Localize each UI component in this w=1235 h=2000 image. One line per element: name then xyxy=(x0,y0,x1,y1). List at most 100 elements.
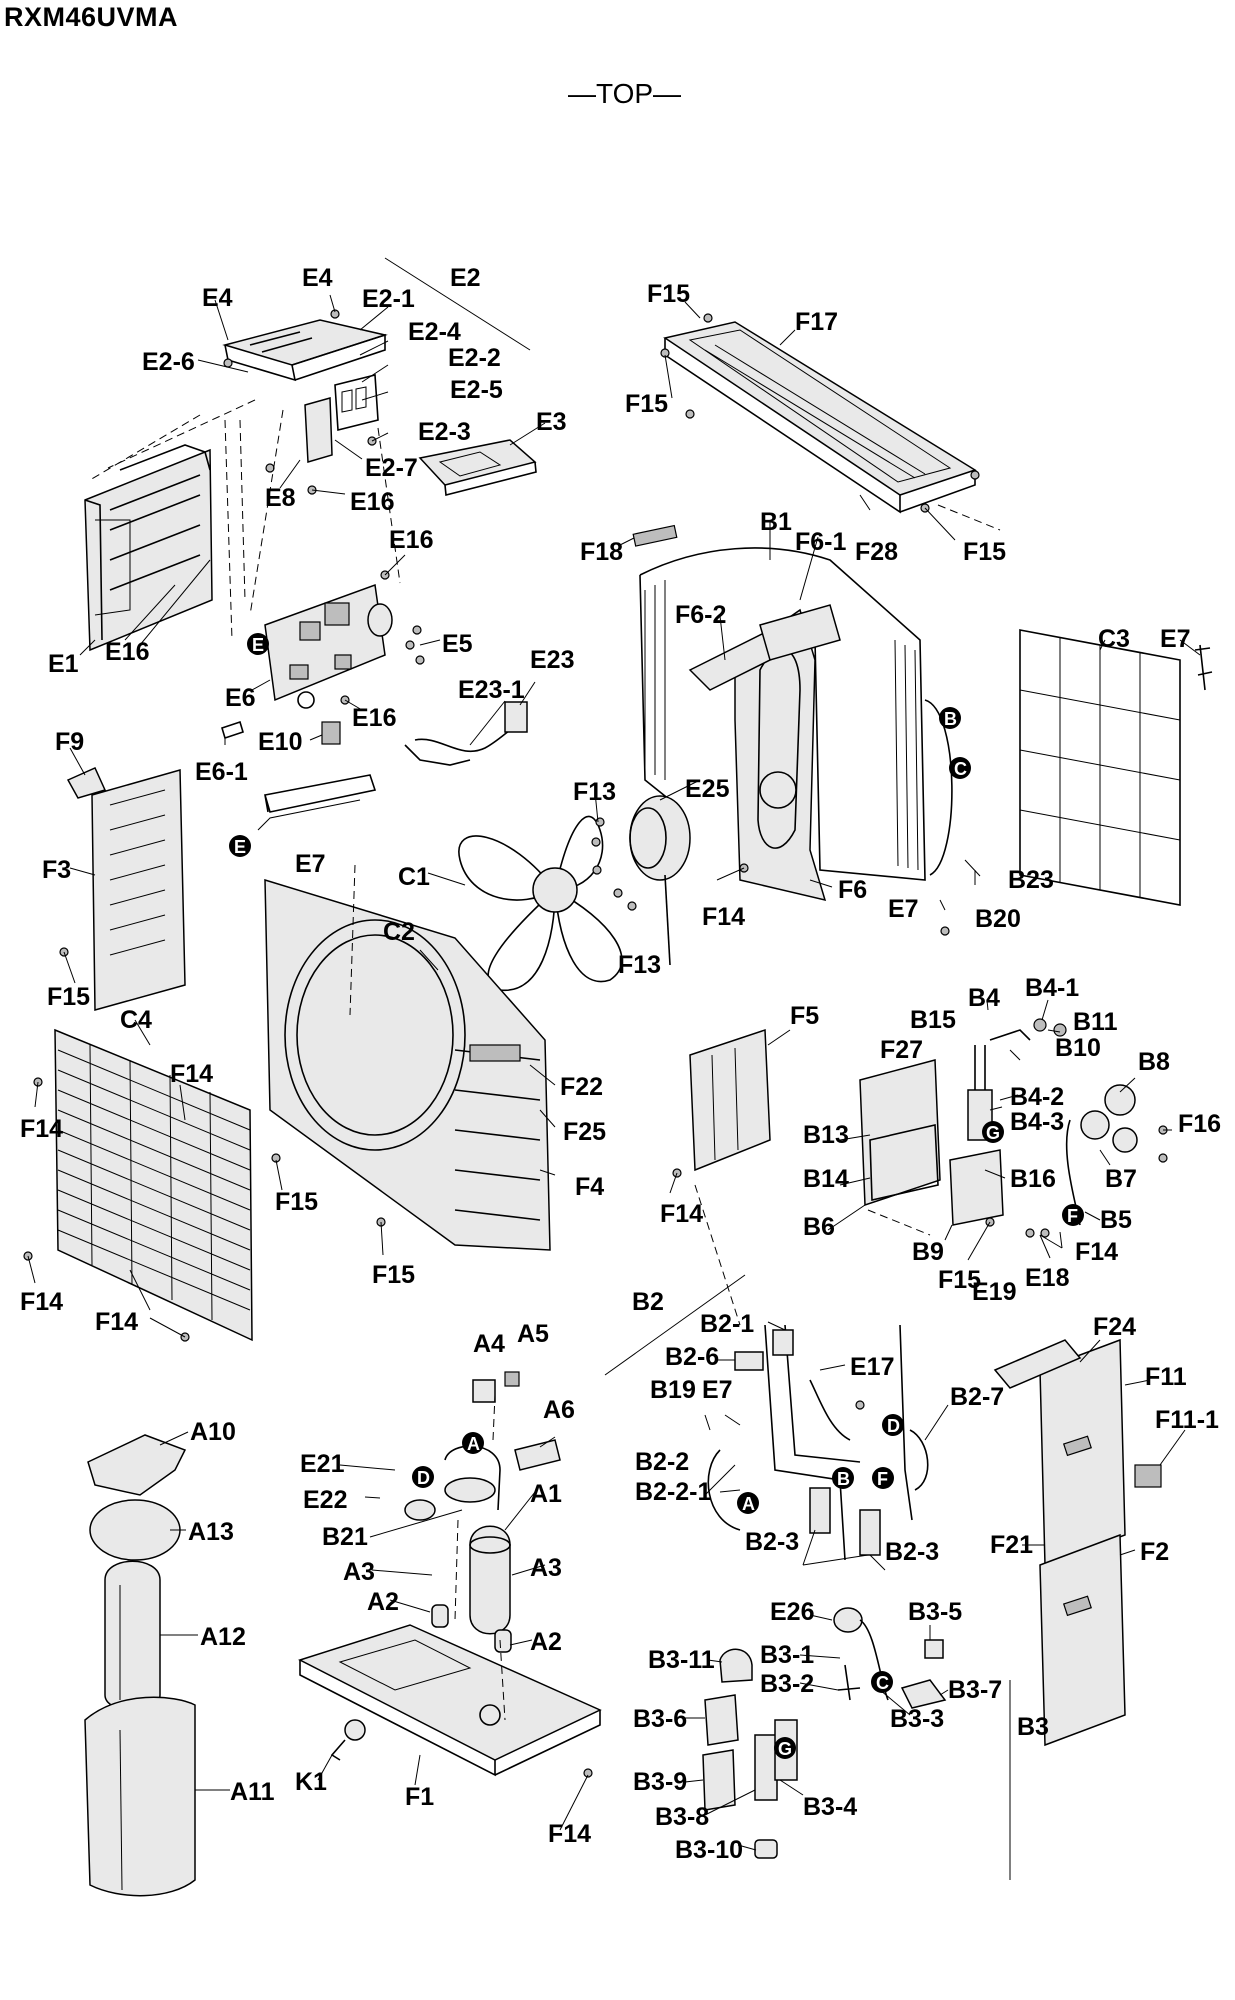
label-f24: F24 xyxy=(1093,1313,1136,1341)
label-f15-e: F15 xyxy=(275,1188,318,1216)
label-f15-a: F15 xyxy=(647,280,690,308)
label-b10: B10 xyxy=(1055,1034,1101,1062)
svg-text:C: C xyxy=(954,759,967,779)
label-a5: A5 xyxy=(517,1320,549,1348)
label-b3: B3 xyxy=(1017,1713,1049,1741)
label-b3-3: B3-3 xyxy=(890,1705,944,1733)
part-labels: E4 E2 E4 E2-1 E2-4 E2-6 E2-2 E2-5 E3 E2-… xyxy=(20,264,1221,1864)
label-e16-a: E16 xyxy=(350,488,394,516)
label-e10: E10 xyxy=(258,728,302,756)
label-e2-4: E2-4 xyxy=(408,318,461,346)
switch-box-b6 xyxy=(859,1059,1004,1226)
insulation-a10 xyxy=(87,1434,187,1496)
label-b19: B19 xyxy=(650,1376,696,1404)
label-e16-c: E16 xyxy=(105,638,149,666)
label-f11-1: F11-1 xyxy=(1155,1406,1219,1434)
svg-text:E: E xyxy=(234,837,246,857)
fan-c1 xyxy=(458,815,623,991)
accessories-b3 xyxy=(702,1607,947,1859)
label-f5: F5 xyxy=(790,1002,819,1030)
label-a3-left: A3 xyxy=(343,1558,375,1586)
label-f28: F28 xyxy=(855,538,898,566)
label-b3-7: B3-7 xyxy=(948,1676,1002,1704)
label-e23: E23 xyxy=(530,646,574,674)
label-e6-1: E6-1 xyxy=(195,758,248,786)
label-e19: E19 xyxy=(972,1278,1016,1306)
label-f15-f: F15 xyxy=(372,1261,415,1289)
label-b3-11: B3-11 xyxy=(648,1646,715,1674)
label-e7-mid: E7 xyxy=(888,895,919,923)
label-e7-right: E7 xyxy=(1160,625,1191,653)
label-e23-1: E23-1 xyxy=(458,676,525,704)
label-b1: B1 xyxy=(760,508,792,536)
label-b16: B16 xyxy=(1010,1165,1056,1193)
label-b23: B23 xyxy=(1008,866,1054,894)
piping-b2 xyxy=(707,1324,929,1561)
label-f6-2: F6-2 xyxy=(675,601,726,629)
part-f18 xyxy=(632,524,678,547)
top-panel-f17 xyxy=(663,321,977,514)
label-e21: E21 xyxy=(300,1450,345,1478)
svg-text:B: B xyxy=(837,1469,850,1489)
svg-text:B: B xyxy=(944,709,957,729)
label-f21: F21 xyxy=(990,1531,1033,1559)
label-b9: B9 xyxy=(912,1238,944,1266)
label-b2-2: B2-2 xyxy=(635,1448,689,1476)
svg-text:E: E xyxy=(252,635,264,655)
label-f14-c: F14 xyxy=(20,1115,63,1143)
label-e8: E8 xyxy=(265,484,296,512)
label-b4-2: B4-2 xyxy=(1010,1083,1064,1111)
label-e2-2: E2-2 xyxy=(448,344,501,372)
leader-lines xyxy=(27,294,1201,1851)
label-c2: C2 xyxy=(383,918,415,946)
label-e4: E4 xyxy=(202,284,233,312)
label-f14-f: F14 xyxy=(20,1288,63,1316)
label-f2: F2 xyxy=(1140,1538,1169,1566)
ref-marker-a-piping: A xyxy=(737,1492,759,1514)
front-grille-c4 xyxy=(54,1028,253,1342)
label-b15: B15 xyxy=(910,1006,956,1034)
label-e2-1: E2-1 xyxy=(362,285,415,313)
label-b3-5: B3-5 xyxy=(908,1598,962,1626)
label-f14-h: F14 xyxy=(548,1820,591,1848)
rubber-a2-left xyxy=(431,1604,449,1628)
reference-markers: E E B C G F A D xyxy=(229,633,1084,1759)
label-f15-b: F15 xyxy=(625,390,668,418)
svg-text:A: A xyxy=(742,1494,755,1514)
label-e2-6: E2-6 xyxy=(142,348,195,376)
label-b3-1: B3-1 xyxy=(760,1641,814,1669)
label-f11: F11 xyxy=(1145,1363,1187,1391)
svg-text:D: D xyxy=(887,1416,900,1436)
screw-markers xyxy=(23,309,1168,1778)
sensor-e7-right xyxy=(1194,644,1213,691)
label-f14-g: F14 xyxy=(95,1308,138,1336)
model-title: RXM46UVMA xyxy=(4,2,179,32)
label-a6: A6 xyxy=(543,1396,575,1424)
label-b7: B7 xyxy=(1105,1165,1137,1193)
part-k1 xyxy=(330,1719,366,1761)
dashed-guides xyxy=(89,399,1001,1721)
ref-marker-d-compressor: D xyxy=(412,1466,434,1488)
label-f15-d: F15 xyxy=(47,983,90,1011)
label-b4: B4 xyxy=(968,984,1000,1012)
part-e3 xyxy=(418,439,537,497)
label-k1: K1 xyxy=(295,1768,327,1796)
ref-marker-e-sensor: E xyxy=(229,835,251,857)
label-b2: B2 xyxy=(632,1288,664,1316)
label-b3-6: B3-6 xyxy=(633,1705,687,1733)
panel-f5 xyxy=(689,1028,771,1172)
label-e2-5: E2-5 xyxy=(450,376,503,404)
label-e26: E26 xyxy=(770,1598,814,1626)
compressor-a1 xyxy=(404,1371,561,1635)
label-b3-4: B3-4 xyxy=(803,1793,857,1821)
control-box-e1 xyxy=(84,444,213,652)
label-b4-1: B4-1 xyxy=(1025,974,1079,1002)
label-f6-1: F6-1 xyxy=(795,528,847,556)
label-c1: C1 xyxy=(398,863,430,891)
ref-marker-c-exchanger: C xyxy=(949,757,971,779)
pcb-e6 xyxy=(264,583,393,709)
label-f15-g: F15 xyxy=(938,1266,981,1294)
label-a11: A11 xyxy=(230,1778,275,1806)
svg-text:D: D xyxy=(417,1468,430,1488)
rubber-a2-right xyxy=(494,1629,512,1653)
